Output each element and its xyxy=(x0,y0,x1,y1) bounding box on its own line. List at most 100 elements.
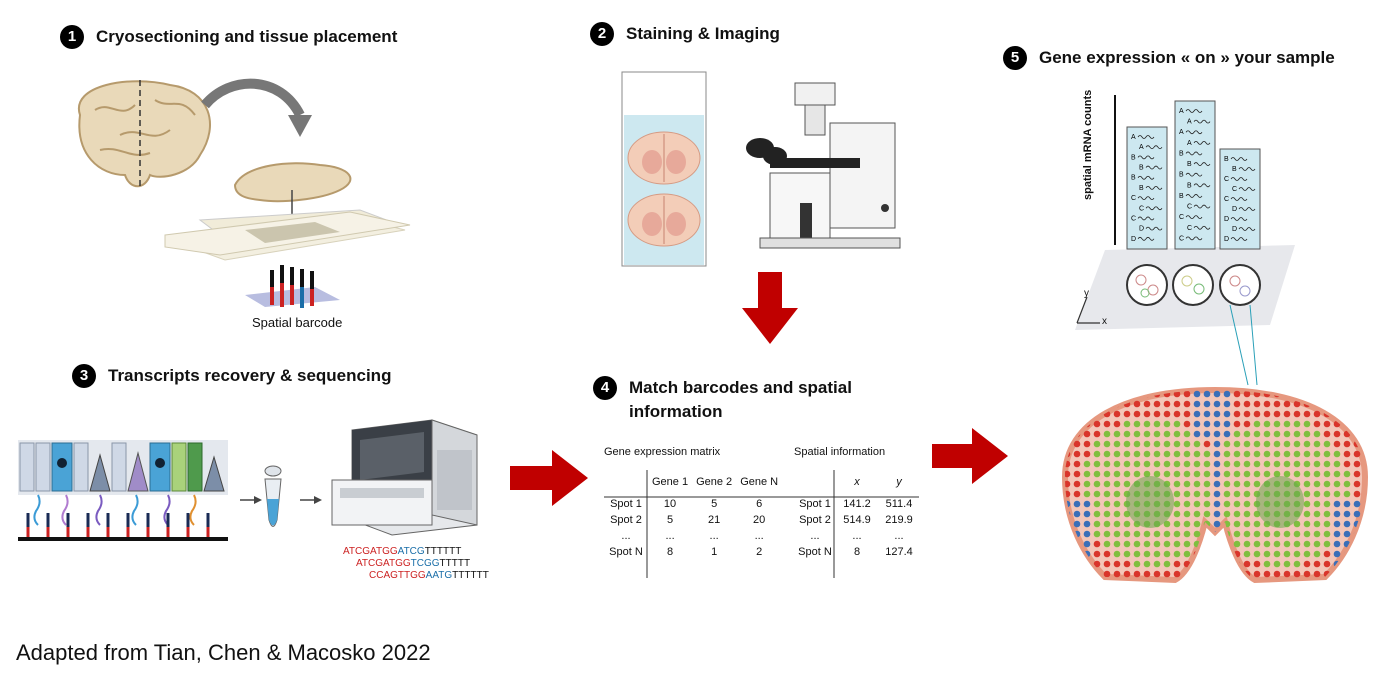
spot xyxy=(1083,470,1091,478)
spot xyxy=(1123,560,1131,568)
step-1-number: 1 xyxy=(60,25,84,49)
mrna-squiggle xyxy=(1185,172,1203,177)
spot xyxy=(1153,440,1161,448)
spot xyxy=(1303,410,1311,418)
spot xyxy=(1253,560,1261,568)
spot xyxy=(1143,450,1151,458)
spot xyxy=(1103,560,1111,568)
spot xyxy=(1143,460,1151,468)
spot xyxy=(1183,470,1191,478)
spot xyxy=(1243,540,1251,548)
spot xyxy=(1153,540,1161,548)
expr-cell: 20 xyxy=(753,514,766,526)
step-4-number: 4 xyxy=(593,376,617,400)
spot xyxy=(1163,410,1171,418)
spot xyxy=(1333,480,1341,488)
barcode-probes xyxy=(26,513,210,537)
spot xyxy=(1173,460,1181,468)
spat-cell: 511.4 xyxy=(885,498,913,510)
spot xyxy=(1273,460,1281,468)
step-1-heading: 1 Cryosectioning and tissue placement xyxy=(60,25,397,49)
spot xyxy=(1303,490,1311,498)
spot xyxy=(1143,410,1151,418)
axis-y-label: y xyxy=(1084,288,1089,299)
spatial-rules xyxy=(794,470,919,578)
spot xyxy=(1314,581,1321,588)
count-letter: B xyxy=(1187,182,1192,189)
spot xyxy=(1193,400,1201,408)
spot xyxy=(1343,450,1351,458)
spot xyxy=(1065,420,1071,428)
spot xyxy=(1223,420,1231,428)
spot xyxy=(1193,420,1201,428)
spot xyxy=(1113,470,1121,478)
spot xyxy=(1263,430,1271,438)
spot xyxy=(1263,550,1271,558)
count-letter: B xyxy=(1179,193,1184,200)
spot xyxy=(1313,390,1321,398)
spot xyxy=(1123,550,1131,558)
spot xyxy=(1173,560,1181,568)
spot xyxy=(1073,490,1081,498)
step-3-heading: 3 Transcripts recovery & sequencing xyxy=(72,364,391,388)
table-row: ............ xyxy=(604,528,782,544)
count-letter: D xyxy=(1232,206,1237,213)
spot xyxy=(1243,450,1251,458)
spot xyxy=(1223,550,1231,558)
spot xyxy=(1163,450,1171,458)
spot xyxy=(1083,460,1091,468)
spot xyxy=(1253,460,1261,468)
step-5-title: Gene expression « on » your sample xyxy=(1039,48,1335,67)
mrna-squiggle xyxy=(1238,207,1256,211)
mrna-squiggle xyxy=(1193,204,1211,209)
spot xyxy=(1273,470,1281,478)
spot xyxy=(1353,420,1361,428)
step-3-title: Transcripts recovery & sequencing xyxy=(108,366,392,385)
spot xyxy=(1233,390,1241,398)
step-5-number: 5 xyxy=(1003,46,1027,70)
mrna-squiggle xyxy=(1193,140,1211,145)
spot xyxy=(1273,440,1281,448)
brain-sectioning-illustration xyxy=(77,78,411,308)
spot xyxy=(1113,540,1121,548)
spot xyxy=(1223,570,1231,578)
mrna-squiggle xyxy=(1185,236,1203,241)
spot xyxy=(1184,581,1191,588)
spot xyxy=(1113,530,1121,538)
spot xyxy=(1143,430,1151,438)
spot xyxy=(1103,550,1111,558)
spat-col-header: x xyxy=(854,476,860,488)
spot xyxy=(1333,500,1341,508)
spot xyxy=(1283,450,1291,458)
spot xyxy=(1183,480,1191,488)
cell-spots xyxy=(1126,264,1261,306)
spot xyxy=(1113,510,1121,518)
spot xyxy=(1103,420,1111,428)
spot xyxy=(1353,460,1361,468)
count-letter: D xyxy=(1224,236,1229,243)
spot xyxy=(1333,440,1341,448)
count-letter: B xyxy=(1131,154,1136,161)
spot xyxy=(1103,490,1111,498)
spot xyxy=(1213,450,1221,458)
spot xyxy=(1203,430,1211,438)
spot xyxy=(1313,550,1321,558)
step-3-number: 3 xyxy=(72,364,96,388)
spot xyxy=(1203,540,1211,548)
spot xyxy=(1203,500,1211,508)
spot xyxy=(1173,390,1181,398)
spot xyxy=(1354,581,1361,588)
spot xyxy=(1253,430,1261,438)
spot xyxy=(1163,540,1171,548)
mrna-squiggle xyxy=(1193,162,1211,166)
spot xyxy=(1273,530,1281,538)
spot xyxy=(1113,560,1121,568)
mrna-squiggle xyxy=(1145,145,1163,150)
spot xyxy=(1263,540,1271,548)
spot xyxy=(1243,400,1251,408)
spot xyxy=(1283,400,1291,408)
spot xyxy=(1065,560,1071,568)
